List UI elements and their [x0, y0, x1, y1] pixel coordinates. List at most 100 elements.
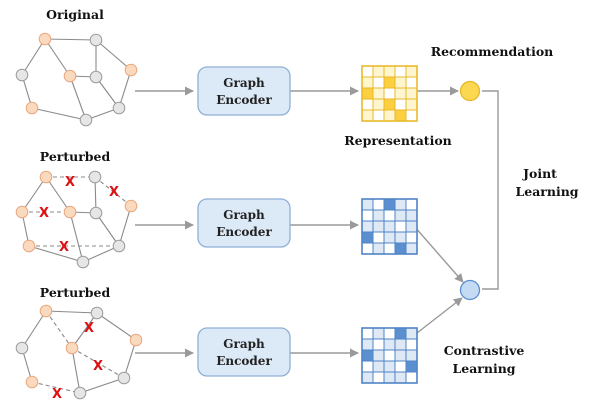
grid-cell	[405, 349, 418, 362]
grid-cell	[361, 76, 374, 89]
contrastive-learning-label-line2: Learning	[452, 361, 515, 376]
grid-cell	[372, 109, 385, 122]
grid-cell	[361, 338, 374, 351]
dropped-edge-mark: X	[109, 185, 119, 200]
grid-cell	[394, 65, 407, 78]
grid-cell	[405, 220, 418, 233]
grid-cell	[361, 198, 374, 211]
grid-cell	[361, 109, 374, 122]
contrastive-learning-label-line1: Contrastive	[444, 343, 525, 358]
grid-cell	[383, 231, 396, 244]
grid-cell	[405, 360, 418, 373]
grid-cell	[361, 231, 374, 244]
grid-cell	[405, 209, 418, 222]
grid-cell	[405, 87, 418, 100]
grid-cell	[383, 87, 396, 100]
contrastive-node	[459, 279, 481, 301]
grid-cell	[394, 109, 407, 122]
graph-encoder-box-2: Graph Encoder	[197, 198, 291, 248]
dropped-edge-mark: X	[65, 175, 75, 190]
joint-learning-label-line2: Learning	[515, 184, 578, 199]
graph-encoder-box-1: Graph Encoder	[197, 66, 291, 116]
grid-cell	[383, 338, 396, 351]
recommendation-representation-grid	[361, 65, 418, 122]
grid-cell	[405, 98, 418, 111]
grid-cell	[383, 76, 396, 89]
grid-cell	[361, 349, 374, 362]
grid-cell	[405, 371, 418, 384]
joint-learning-label-line1: Joint	[522, 166, 557, 181]
dropped-edge-mark: X	[59, 240, 69, 255]
grid-cell	[405, 198, 418, 211]
grid-cell	[372, 87, 385, 100]
grid-cell	[405, 327, 418, 340]
grid-cell	[372, 220, 385, 233]
grid-cell	[394, 76, 407, 89]
grid-cell	[383, 220, 396, 233]
grid-cell	[383, 98, 396, 111]
grid-cell	[405, 338, 418, 351]
grid-cell	[394, 338, 407, 351]
grid-cell	[372, 209, 385, 222]
dropped-edge-mark: X	[52, 387, 62, 402]
original-label: Original	[46, 7, 104, 22]
grid-cell	[383, 371, 396, 384]
encoder-label-line1: Graph	[223, 208, 265, 222]
grid-cell	[372, 349, 385, 362]
encoder-label-line2: Encoder	[216, 354, 272, 368]
grid-cell	[361, 242, 374, 255]
perturbed-representation-grid-1	[361, 198, 418, 255]
grid-cell	[394, 209, 407, 222]
grid-cell	[405, 231, 418, 244]
grid-cell	[361, 87, 374, 100]
grid-cell	[372, 76, 385, 89]
grid-cell	[394, 371, 407, 384]
grid-cell	[361, 360, 374, 373]
grid-cell	[372, 371, 385, 384]
grid-cell	[394, 360, 407, 373]
grid-cell	[383, 327, 396, 340]
grid-cell	[383, 349, 396, 362]
grid-cell	[372, 327, 385, 340]
perturbed-graph-1: X X X X	[15, 170, 138, 269]
original-graph	[15, 32, 138, 127]
grid-cell	[394, 242, 407, 255]
dropped-edge-mark: X	[39, 206, 49, 221]
grid-cell	[361, 371, 374, 384]
grid-cell	[372, 65, 385, 78]
perturbed-representation-grid-2	[361, 327, 418, 384]
grid-cell	[383, 109, 396, 122]
grid-cell	[372, 198, 385, 211]
grid-cell	[383, 242, 396, 255]
grid-cell	[383, 360, 396, 373]
grid-cell	[383, 209, 396, 222]
grid-cell	[361, 98, 374, 111]
grid-frame	[361, 65, 418, 122]
grid-frame	[361, 327, 418, 384]
grid-cell	[372, 242, 385, 255]
grid-cell	[405, 242, 418, 255]
grid-cell	[405, 109, 418, 122]
dropped-edge-mark: X	[93, 359, 103, 374]
grid-cell	[361, 220, 374, 233]
grid-cell	[394, 87, 407, 100]
grid-cell	[372, 338, 385, 351]
grid-cell	[361, 327, 374, 340]
representation-label: Representation	[344, 133, 452, 148]
grid-cell	[405, 65, 418, 78]
recommendation-node	[459, 80, 481, 102]
grid-cell	[394, 220, 407, 233]
encoder-label-line2: Encoder	[216, 93, 272, 107]
grid-cell	[361, 65, 374, 78]
recommendation-label: Recommendation	[431, 44, 554, 59]
encoder-label-line1: Graph	[223, 337, 265, 351]
grid-cell	[394, 98, 407, 111]
grid-cell	[361, 209, 374, 222]
encoder-label-line1: Graph	[223, 76, 265, 90]
dropped-edge-mark: X	[84, 321, 94, 336]
grid-cell	[405, 76, 418, 89]
grid-cell	[372, 98, 385, 111]
encoder-label-line2: Encoder	[216, 225, 272, 239]
grid-cell	[383, 198, 396, 211]
